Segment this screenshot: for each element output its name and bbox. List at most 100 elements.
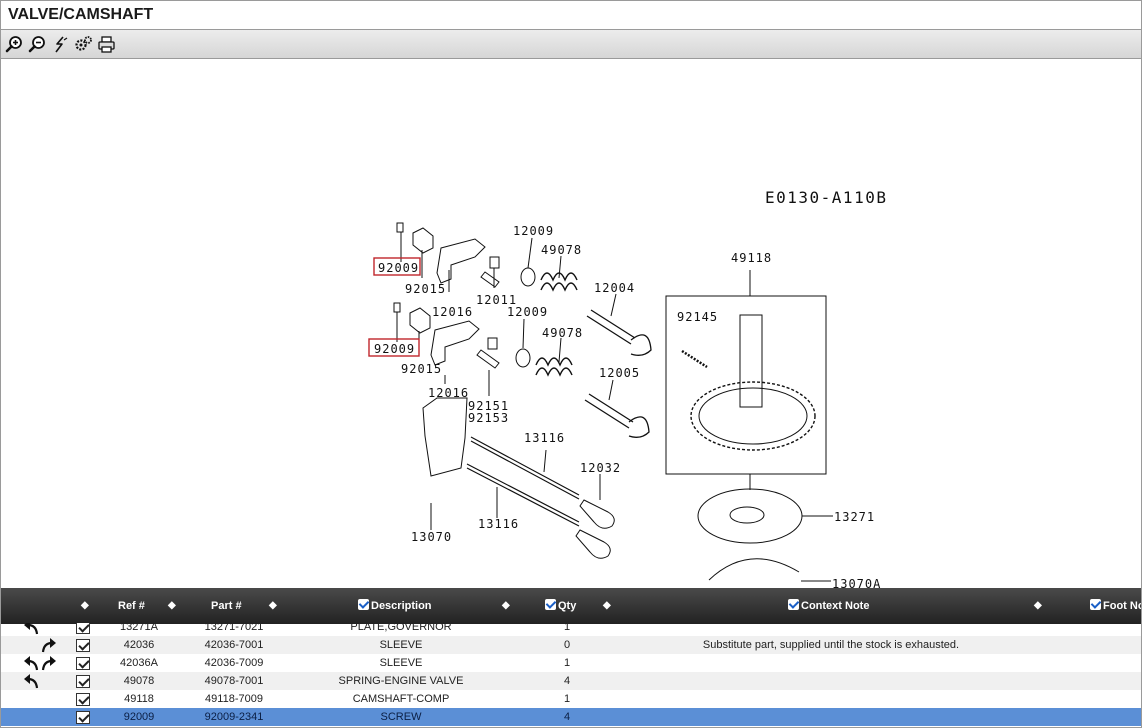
callout-13116[interactable]: 13116: [524, 431, 565, 445]
sort-arrows-icon[interactable]: ◆: [603, 588, 611, 624]
fit-button[interactable]: [51, 35, 70, 54]
column-header-ref[interactable]: Ref #: [118, 588, 145, 624]
column-header-context-note[interactable]: Context Note: [788, 588, 869, 624]
column-header-part[interactable]: Part #: [211, 588, 242, 624]
callout-92153[interactable]: 92153: [468, 411, 509, 425]
rocker-arm-bottom: [431, 321, 479, 365]
part-number-cell[interactable]: 49078-7001: [191, 672, 277, 690]
lightning-icon: [51, 35, 70, 54]
valve-spring-bottom: [536, 358, 572, 375]
callout-12005[interactable]: 12005: [599, 366, 640, 380]
callout-49078[interactable]: 49078: [541, 243, 582, 257]
ref-cell: 49078: [105, 672, 173, 690]
part-number-cell[interactable]: 13271-7021: [191, 623, 277, 636]
guide-plate-13070: [423, 398, 467, 476]
description-cell: SLEEVE: [301, 654, 501, 672]
checkbox-icon[interactable]: [545, 599, 556, 610]
add-to-cart-checkbox[interactable]: [76, 675, 90, 688]
sort-arrows-icon[interactable]: ◆: [1034, 588, 1042, 624]
printer-icon: [97, 35, 116, 54]
callout-13070A[interactable]: 13070A: [832, 577, 881, 588]
sort-arrows-icon[interactable]: ◆: [269, 588, 277, 624]
callout-92145[interactable]: 92145: [677, 310, 718, 324]
add-to-cart-checkbox[interactable]: [76, 639, 90, 652]
add-to-cart-checkbox[interactable]: [76, 693, 90, 706]
callout-92009[interactable]: 92009: [378, 261, 419, 275]
callout-92009[interactable]: 92009: [374, 342, 415, 356]
callout-49078[interactable]: 49078: [542, 326, 583, 340]
callout-13116[interactable]: 13116: [478, 517, 519, 531]
camshaft-spring-92145: [682, 351, 707, 367]
ref-cell: 42036A: [105, 654, 173, 672]
column-header-description[interactable]: Description: [358, 588, 432, 624]
superseded-by-icon[interactable]: [23, 623, 41, 635]
camshaft-gear: [691, 382, 815, 450]
table-row[interactable]: 49078 49078-7001 SPRING-ENGINE VALVE 4: [1, 672, 1142, 690]
part-number-cell[interactable]: 42036-7001: [191, 636, 277, 654]
table-row[interactable]: 42036A42036-7009SLEEVE1: [1, 654, 1142, 672]
parts-grid-body: 13271A13271-7021PLATE,GOVERNOR1420364203…: [1, 623, 1142, 728]
callout-12009[interactable]: 12009: [513, 224, 554, 238]
description-cell: SPRING-ENGINE VALVE: [301, 672, 501, 690]
supersedes-icon[interactable]: [39, 637, 57, 653]
zoom-in-icon: [5, 35, 24, 54]
diagram-canvas: E0130-A110B 12009 49078 49118 92009 9201…: [1, 60, 1142, 588]
description-cell: SCREW: [301, 708, 501, 726]
callout-12009[interactable]: 12009: [507, 305, 548, 319]
sort-arrows-icon[interactable]: ◆: [502, 588, 510, 624]
screw-92009-top: [397, 223, 403, 232]
governor-gear-13070A: [709, 559, 799, 580]
valve-12005: [585, 394, 649, 437]
sort-arrows-icon[interactable]: ◆: [81, 588, 89, 624]
sort-arrows-icon[interactable]: ◆: [168, 588, 176, 624]
camshaft-gear-inner: [699, 388, 807, 444]
callout-13070[interactable]: 13070: [411, 530, 452, 544]
callout-92015[interactable]: 92015: [401, 362, 442, 376]
print-button[interactable]: [97, 35, 116, 54]
callout-12016[interactable]: 12016: [432, 305, 473, 319]
part-number-cell[interactable]: 42036-7009: [191, 654, 277, 672]
add-to-cart-checkbox[interactable]: [76, 711, 90, 724]
table-row[interactable]: 4203642036-7001SLEEVE0Substitute part, s…: [1, 636, 1142, 654]
column-header-qty[interactable]: Qty: [545, 588, 576, 624]
add-to-cart-checkbox[interactable]: [76, 623, 90, 634]
sleeve-bottom: [410, 308, 430, 333]
qty-cell: 1: [541, 623, 593, 636]
tappet-top: [580, 500, 614, 528]
add-to-cart-checkbox[interactable]: [76, 657, 90, 670]
diagram-toolbar: [1, 30, 1142, 59]
supersedes-icon[interactable]: [39, 655, 57, 671]
diagram-code: E0130-A110B: [765, 188, 887, 207]
zoom-out-button[interactable]: [28, 35, 47, 54]
table-row[interactable]: 9200992009-2341SCREW4: [1, 708, 1142, 726]
push-rod-upper: [471, 437, 579, 499]
tappet-bottom: [576, 530, 610, 558]
table-row[interactable]: 4911849118-7009CAMSHAFT-COMP1: [1, 690, 1142, 708]
column-header-foot-note[interactable]: Foot No: [1090, 588, 1142, 624]
callout-12004[interactable]: 12004: [594, 281, 635, 295]
table-row[interactable]: 13271A13271-7021PLATE,GOVERNOR1: [1, 623, 1142, 636]
checkbox-icon[interactable]: [358, 599, 369, 610]
valve-12004: [587, 310, 651, 355]
retainer-bottom: [516, 349, 530, 367]
callout-12016[interactable]: 12016: [428, 386, 469, 400]
callout-12032[interactable]: 12032: [580, 461, 621, 475]
part-number-cell[interactable]: 92009-2341: [191, 708, 277, 726]
parts-grid-header: ◆ Ref # ◆ Part # ◆ Description ◆ Qty ◆ C…: [1, 588, 1142, 624]
callout-13271[interactable]: 13271: [834, 510, 875, 524]
callout-92015[interactable]: 92015: [405, 282, 446, 296]
checkbox-icon[interactable]: [788, 599, 799, 610]
qty-cell: 4: [541, 672, 593, 690]
ref-cell: 92009: [105, 708, 173, 726]
callout-49118[interactable]: 49118: [731, 251, 772, 265]
governor-plate-13271: [698, 489, 802, 543]
description-cell: PLATE,GOVERNOR: [301, 623, 501, 636]
pivot-top: [490, 257, 499, 268]
zoom-in-button[interactable]: [5, 35, 24, 54]
settings-button[interactable]: [74, 35, 93, 54]
ref-cell: 42036: [105, 636, 173, 654]
part-number-cell[interactable]: 49118-7009: [191, 690, 277, 708]
checkbox-icon[interactable]: [1090, 599, 1101, 610]
exploded-parts-diagram[interactable]: E0130-A110B 12009 49078 49118 92009 9201…: [1, 60, 1142, 588]
superseded-by-icon[interactable]: [23, 673, 41, 689]
